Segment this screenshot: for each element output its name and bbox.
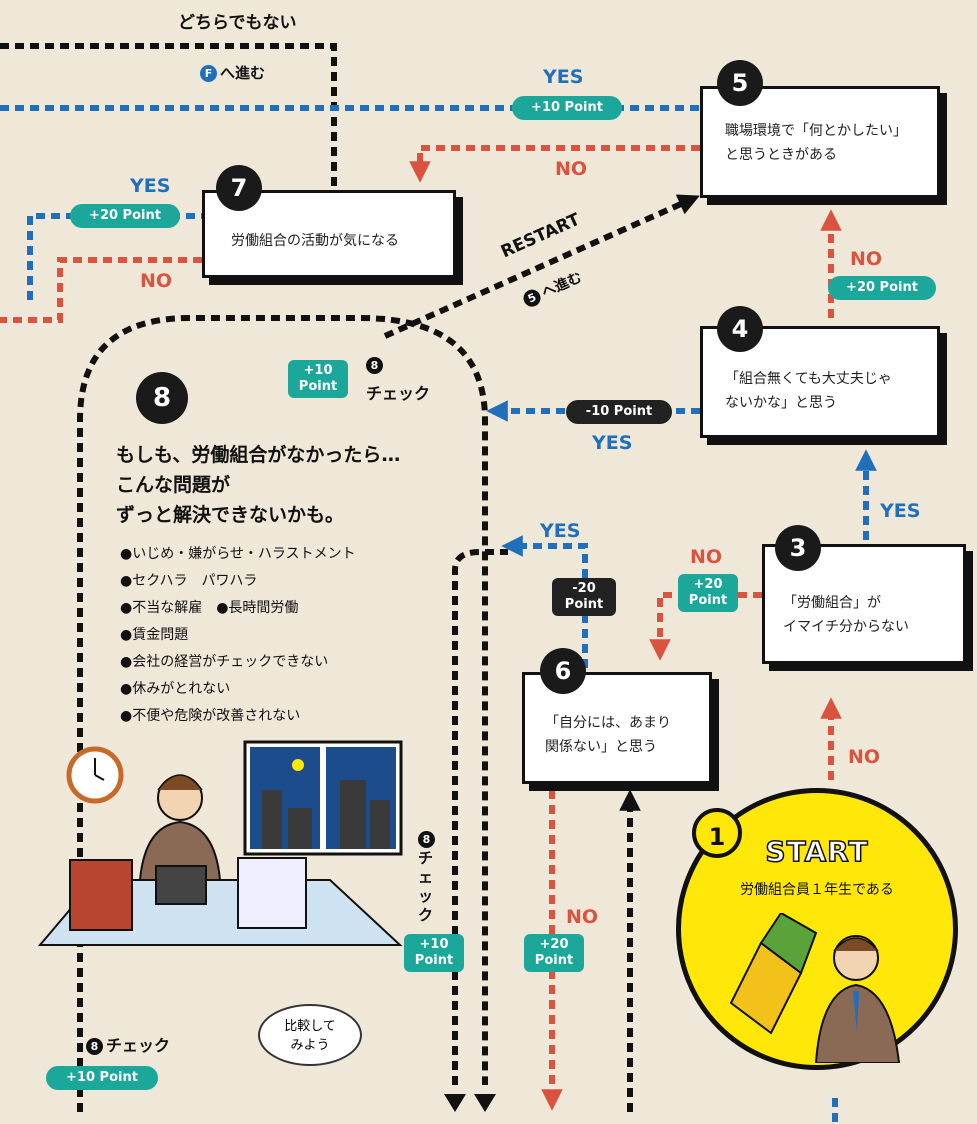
step-number-1: 1	[692, 808, 742, 858]
arrow-down-1	[444, 1094, 466, 1112]
no-label-3: NO	[690, 546, 723, 568]
step-number-7: 7	[216, 165, 262, 211]
no-label-5: NO	[555, 158, 588, 180]
problem-item: ●賃金問題	[120, 627, 189, 643]
problem-item: ●不便や危険が改善されない	[120, 708, 301, 724]
section-number-8: 8	[136, 372, 188, 424]
check-8-top: 8	[366, 356, 386, 374]
start-illustration	[729, 913, 901, 1063]
start-subtitle: 労働組合員１年生である	[740, 882, 894, 898]
check-8-bottom-badge: 8	[86, 1038, 103, 1055]
point-badge-6-yes: -20 Point	[552, 578, 616, 616]
problem-item: ●セクハラ パワハラ	[120, 573, 258, 589]
neither-label: どちらでもない	[178, 13, 297, 33]
question-7-text: 労働組合の活動が気になる	[231, 233, 399, 249]
yes-label-top: YES	[543, 66, 584, 88]
question-6-text: 「自分には、あまり 関係ない」と思う	[545, 715, 671, 755]
goto-f-badge: F	[200, 65, 217, 82]
point-badge-8-top: +10 Point	[288, 360, 348, 398]
point-badge-bottom: +10 Point	[46, 1066, 158, 1090]
goto-f-text: へ進む	[220, 64, 266, 82]
point-badge-4: -10 Point	[566, 400, 672, 424]
step-number-5: 5	[717, 60, 763, 106]
step-number-6: 6	[540, 648, 586, 694]
yes-label-7: YES	[130, 175, 171, 197]
line-no-5	[409, 145, 700, 183]
line-yes-6	[501, 535, 588, 668]
step-number-4: 4	[717, 306, 763, 352]
yes-label-6: YES	[540, 520, 581, 542]
question-3-text: 「労働組合」が イマイチ分からない	[783, 595, 909, 635]
no-label-7: NO	[140, 270, 173, 292]
problem-item: ●会社の経営がチェックできない	[120, 654, 329, 670]
yes-label-4: YES	[592, 432, 633, 454]
point-badge-side: +10 Point	[404, 934, 464, 972]
question-box-5: 職場環境で「何とかしたい」 と思うときがある	[700, 86, 940, 198]
line-restart	[383, 194, 700, 339]
section-8-headline: もしも、労働組合がなかったら… こんな問題が ずっと解決できないかも。	[116, 444, 401, 526]
no-label-1: NO	[848, 746, 881, 768]
line-no-7	[0, 257, 202, 323]
compare-bubble: 比較して みよう	[258, 1004, 362, 1066]
start-title: START	[765, 834, 869, 869]
point-badge-7: +20 Point	[70, 204, 180, 228]
check-8-top-badge: 8	[366, 357, 383, 374]
check-8-side-text: チェック	[418, 849, 434, 924]
arrow-down-2	[474, 1094, 496, 1112]
point-badge-3: +20 Point	[678, 574, 738, 612]
yes-label-3: YES	[880, 500, 921, 522]
line-arch-8	[77, 315, 488, 1112]
point-badge-no-5: +20 Point	[828, 276, 936, 300]
point-badge-top: +10 Point	[512, 96, 622, 120]
step-number-3: 3	[775, 525, 821, 571]
question-5-text: 職場環境で「何とかしたい」 と思うときがある	[725, 123, 907, 163]
check-8-top-text: チェック	[366, 384, 431, 403]
problem-item: ●不当な解雇 ●長時間労働	[120, 600, 299, 616]
line-neither-top	[0, 43, 337, 192]
question-4-text: 「組合無くても大丈夫じゃ ないかな」と思う	[725, 371, 892, 411]
problem-item: ●いじめ・嫌がらせ・ハラストメント	[120, 546, 356, 562]
line-yes-7	[27, 213, 202, 300]
problem-list: ●いじめ・嫌がらせ・ハラストメント ●セクハラ パワハラ ●不当な解雇 ●長時間…	[120, 541, 356, 730]
point-badge-6-no: +20 Point	[524, 934, 584, 972]
line-col-455	[452, 549, 508, 1085]
no-label-6: NO	[566, 906, 599, 928]
office-illustration	[37, 740, 403, 946]
problem-item: ●休みがとれない	[120, 681, 231, 697]
check-8-bottom-text: チェック	[106, 1036, 171, 1055]
question-box-6: 「自分には、あまり 関係ない」と思う	[522, 672, 712, 784]
check-8-side-badge: 8	[418, 831, 435, 848]
no-label-4-5: NO	[850, 248, 883, 270]
